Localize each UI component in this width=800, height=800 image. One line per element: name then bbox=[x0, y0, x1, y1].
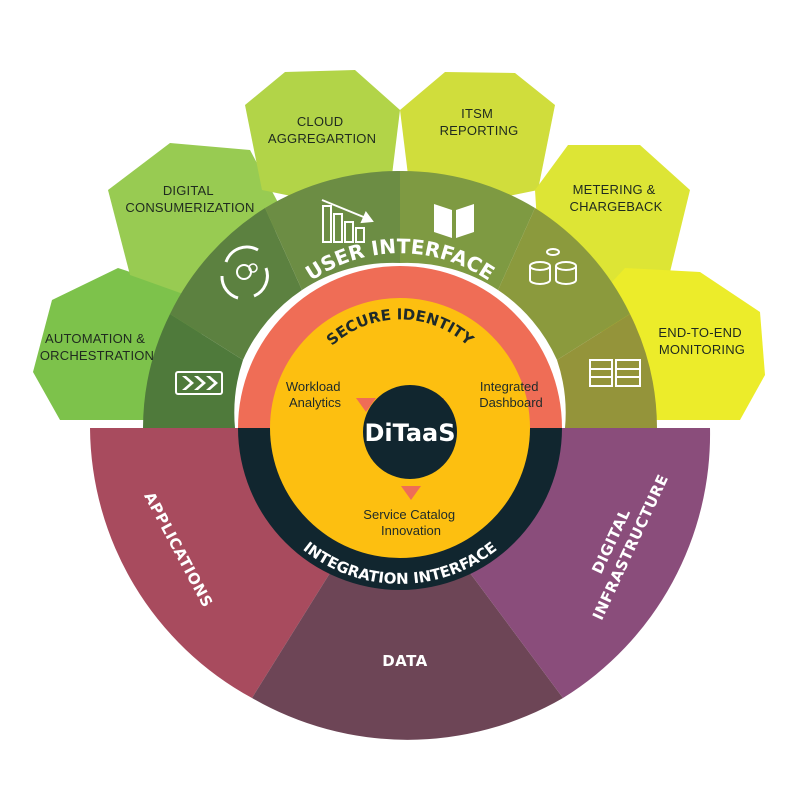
data-label: DATA bbox=[382, 652, 428, 670]
cycle-arrows-icon bbox=[220, 245, 269, 300]
integration-interface-ring bbox=[238, 428, 562, 590]
workload-analytics-label: Workload Analytics bbox=[286, 379, 344, 410]
bar-chart-icon bbox=[321, 199, 374, 243]
user-interface-ring bbox=[238, 266, 562, 428]
service-catalog-label: Service Catalog Innovation bbox=[363, 507, 458, 538]
integrated-dashboard-label: Integrated Dashboard bbox=[479, 379, 543, 410]
segment-applications bbox=[90, 428, 330, 698]
pointer-left-icon bbox=[356, 398, 376, 412]
petal-automation-label: AUTOMATION & ORCHESTRATION bbox=[40, 331, 154, 363]
petal-cloud-label: CLOUD AGGREGARTION bbox=[268, 114, 376, 146]
petal-consumerization-label: DIGITAL CONSUMERIZATION bbox=[125, 183, 254, 215]
petal-itsm-label: ITSM REPORTING bbox=[440, 106, 519, 138]
petal-metering-label: METERING & CHARGEBACK bbox=[569, 182, 662, 214]
segment-data bbox=[252, 573, 563, 740]
petal-itsm bbox=[400, 72, 555, 205]
coins-icon bbox=[529, 248, 577, 285]
book-icon bbox=[434, 204, 474, 238]
center-circle bbox=[363, 385, 457, 479]
petal-cloud bbox=[245, 70, 400, 205]
server-racks-icon bbox=[589, 359, 641, 387]
petal-monitoring-label: END-TO-END MONITORING bbox=[658, 325, 745, 357]
pointer-bottom-icon bbox=[401, 486, 421, 500]
center-title: DiTaaS bbox=[364, 419, 455, 447]
arrows-forward-icon bbox=[175, 371, 223, 395]
segment-digital-infrastructure bbox=[470, 428, 711, 698]
